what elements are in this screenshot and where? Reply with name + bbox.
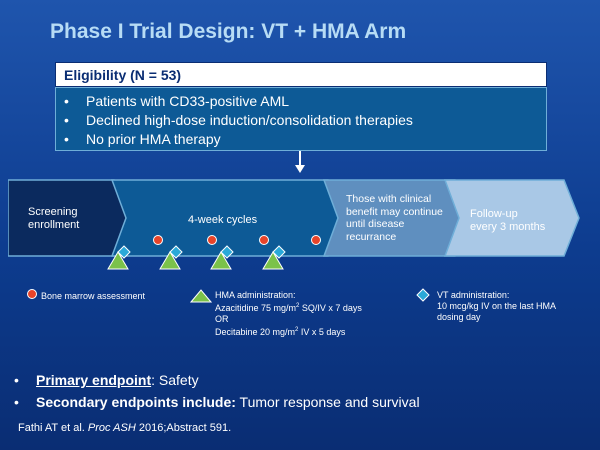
followup-label: Follow-up every 3 months <box>470 208 546 233</box>
bone-marrow-dot <box>259 235 269 245</box>
flow-diagram <box>8 179 580 270</box>
vt-diamond <box>272 245 286 259</box>
bone-marrow-legend-icon <box>27 289 37 299</box>
endpoints-list: •Primary endpoint: Safety •Secondary end… <box>14 369 420 413</box>
eligibility-item: •Patients with CD33-positive AML <box>64 93 290 109</box>
bone-marrow-dot <box>311 235 321 245</box>
slide-title: Phase I Trial Design: VT + HMA Arm <box>50 20 407 43</box>
primary-endpoint: •Primary endpoint: Safety <box>14 372 199 388</box>
cycles-label: 4-week cycles <box>188 214 258 226</box>
hma-triangle <box>107 251 129 270</box>
bone-marrow-dot <box>153 235 163 245</box>
followup-chevron <box>443 179 580 257</box>
bone-marrow-dot <box>207 235 217 245</box>
eligibility-item: •Declined high-dose induction/consolidat… <box>64 112 413 128</box>
hma-legend-icon <box>190 289 212 303</box>
secondary-endpoints: •Secondary endpoints include: Tumor resp… <box>14 394 420 410</box>
vt-legend-icon <box>416 288 430 302</box>
screening-label: Screening enrollment <box>28 206 80 231</box>
vt-diamond <box>169 245 183 259</box>
benefit-label: Those with clinical benefit may continue… <box>346 193 443 243</box>
eligibility-item: •No prior HMA therapy <box>64 131 221 147</box>
vt-diamond <box>117 245 131 259</box>
down-arrow-icon <box>295 151 305 173</box>
hma-triangle <box>262 251 284 270</box>
eligibility-header: Eligibility (N = 53) <box>55 62 547 87</box>
bone-marrow-legend-label: Bone marrow assessment <box>41 291 146 301</box>
hma-legend-text: HMA administration: Azacitidine 75 mg/m2… <box>215 290 362 337</box>
hma-triangle <box>210 251 232 270</box>
eligibility-list: •Patients with CD33-positive AML •Declin… <box>55 87 547 151</box>
vt-legend-text: VT administration: 10 mcg/kg IV on the l… <box>437 290 557 322</box>
vt-diamond <box>220 245 234 259</box>
hma-triangle <box>159 251 181 270</box>
citation: Fathi AT et al. Proc ASH 2016;Abstract 5… <box>18 422 232 434</box>
